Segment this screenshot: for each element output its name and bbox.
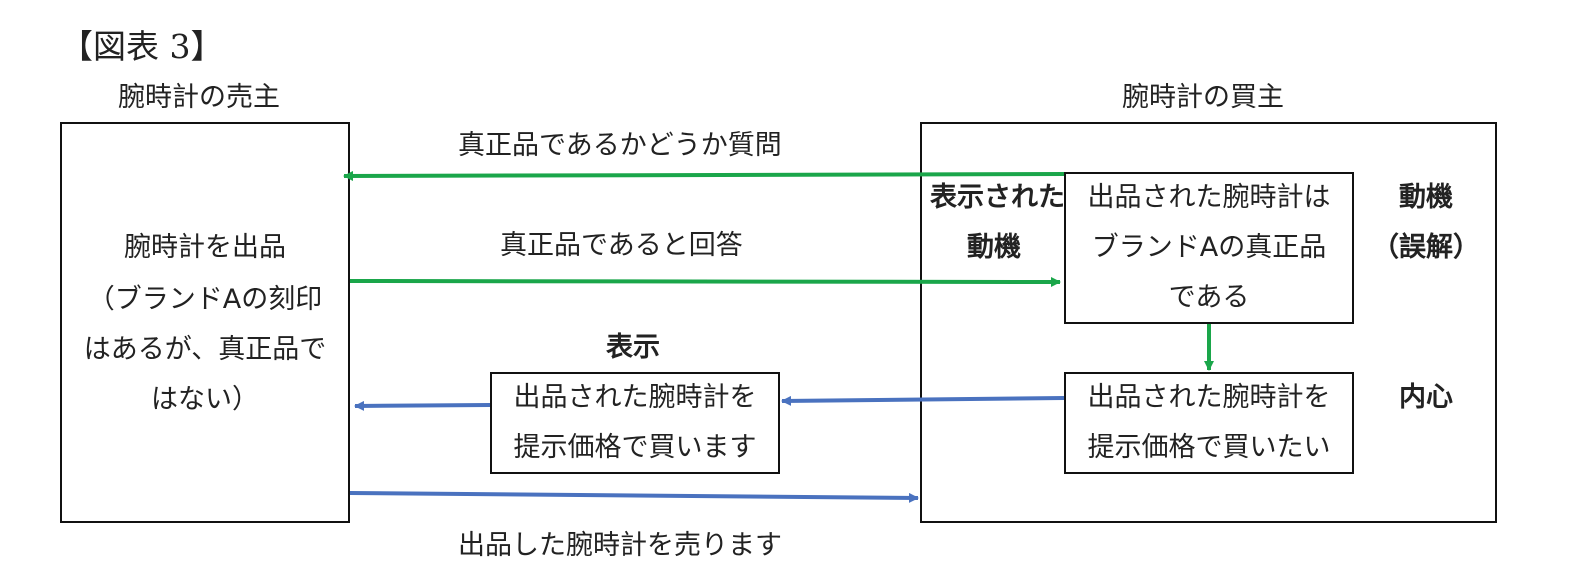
seller-box-line-1: 腕時計を出品 [124, 232, 286, 263]
shown-motive-label-2: 動機 [967, 232, 1021, 263]
motive-label: 動機 [1399, 182, 1453, 213]
question-arrow [343, 170, 1065, 181]
display-box-line-2: 提示価格で買います [513, 432, 757, 463]
answer-arrow [349, 276, 1061, 287]
inner-label: 内心 [1399, 382, 1453, 413]
display-to-seller-arrow [354, 400, 491, 411]
buyer-motive-line-2: ブランドAの真正品 [1091, 232, 1327, 263]
buyer-motive-box: 出品された腕時計は ブランドAの真正品 である [1064, 172, 1354, 324]
display-box: 出品された腕時計を 提示価格で買います [490, 372, 780, 474]
buyer-inner-box: 出品された腕時計を 提示価格で買いたい [1064, 372, 1354, 474]
sell-arrow [349, 491, 919, 503]
figure-title: 【図表 3】 [60, 27, 224, 66]
misunderstanding-label: （誤解） [1372, 232, 1480, 263]
seller-box: 腕時計を出品 （ブランドAの刻印 はあるが、真正品で はない） [60, 122, 350, 523]
sell-label: 出品した腕時計を売ります [458, 530, 782, 561]
question-label: 真正品であるかどうか質問 [458, 130, 782, 161]
shown-motive-label-1: 表示された [930, 182, 1065, 213]
buyer-inner-line-2: 提示価格で買いたい [1087, 432, 1331, 463]
buyer-label: 腕時計の買主 [1122, 82, 1284, 113]
seller-box-line-4: はない） [151, 384, 259, 415]
seller-box-line-2: （ブランドAの刻印 [87, 284, 323, 315]
display-box-line-1: 出品された腕時計を [513, 382, 757, 413]
buyer-motive-line-3: である [1168, 282, 1250, 313]
seller-label: 腕時計の売主 [118, 82, 280, 113]
seller-box-line-3: はあるが、真正品で [83, 334, 327, 365]
display-label: 表示 [606, 332, 660, 363]
buyer-motive-line-1: 出品された腕時計は [1087, 182, 1331, 213]
buyer-inner-line-1: 出品された腕時計を [1087, 382, 1331, 413]
answer-label: 真正品であると回答 [500, 230, 743, 261]
inner-to-display-arrow [781, 395, 1065, 406]
